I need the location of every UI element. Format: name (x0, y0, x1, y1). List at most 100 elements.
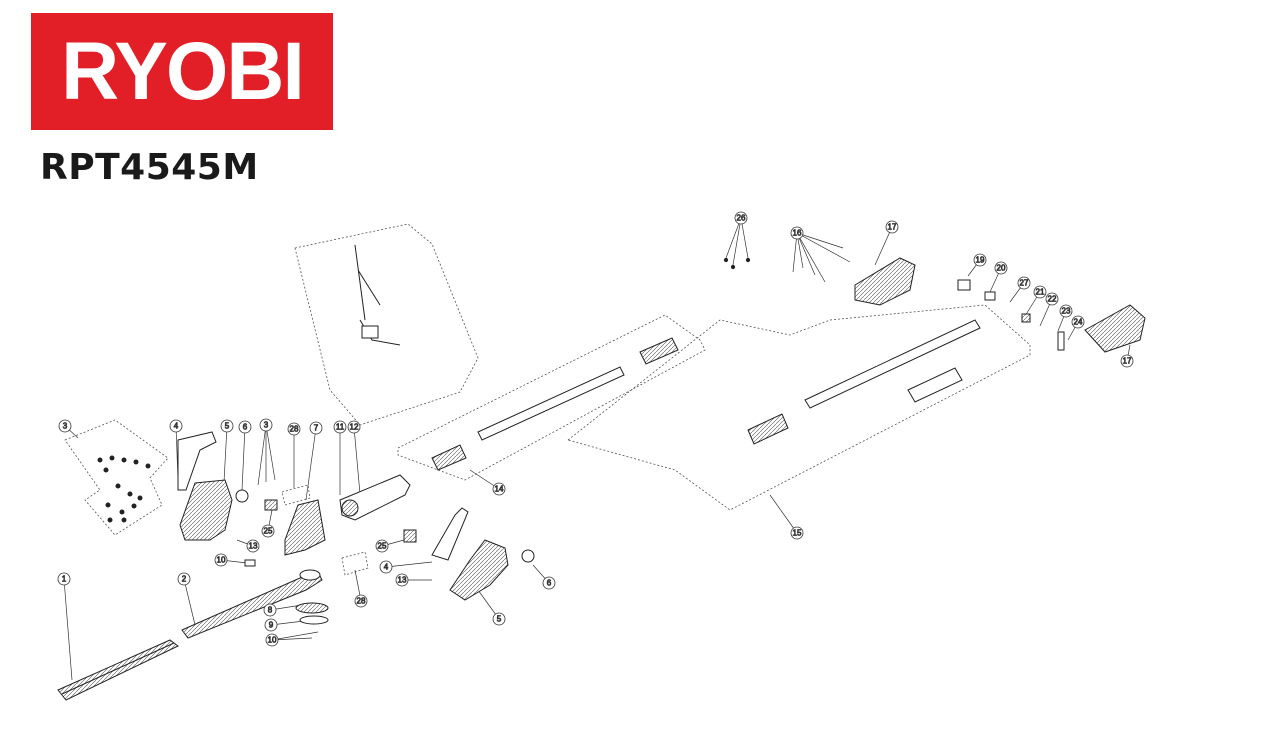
callout-8: 8 (263, 603, 277, 617)
callout-5: 5 (492, 612, 506, 626)
housing-5-left (179, 479, 233, 541)
clip-28-b-outline (341, 551, 369, 576)
callout-number: 6 (243, 423, 248, 432)
callout-2: 2 (177, 572, 191, 586)
callout-number: 24 (1074, 318, 1083, 327)
callout-26: 26 (734, 211, 748, 225)
callout-25: 25 (261, 524, 275, 538)
bracket-4-left (177, 431, 217, 491)
callout-23: 23 (1059, 304, 1073, 318)
callout-number: 25 (264, 527, 273, 536)
pole-section-14 (477, 366, 625, 441)
clip-28-a-outline (281, 484, 311, 506)
part-22 (1021, 313, 1031, 323)
strap-group-outline (294, 223, 479, 426)
callout-24: 24 (1071, 315, 1085, 329)
callout-15: 15 (790, 526, 804, 540)
parts (57, 244, 1146, 701)
nut-6-right (521, 549, 535, 563)
callout-number: 17 (888, 223, 897, 232)
callout-17: 17 (1120, 354, 1134, 368)
grip-14-left (431, 444, 467, 471)
callout-number: 15 (793, 529, 802, 538)
screw-18 (244, 559, 256, 567)
plate-8 (295, 602, 329, 614)
callout-number: 28 (357, 597, 366, 606)
grip-14-right (639, 337, 679, 365)
callout-number: 17 (1123, 357, 1132, 366)
ryobi-logo: RYOBI (31, 13, 333, 130)
callout-14: 14 (492, 482, 506, 496)
callout-13: 13 (395, 573, 409, 587)
callout-10: 10 (265, 633, 279, 647)
pole-section-14-outline (397, 314, 706, 481)
cutting-blade (181, 571, 323, 639)
callout-number: 27 (1020, 279, 1029, 288)
callout-number: 12 (350, 423, 359, 432)
callout-13: 13 (246, 539, 260, 553)
model-number: RPT4545M (40, 147, 259, 188)
spring-25-left (264, 499, 278, 511)
callout-number: 13 (398, 576, 407, 585)
callout-17: 17 (885, 220, 899, 234)
grip-15 (747, 413, 789, 445)
callout-5: 5 (220, 419, 234, 433)
logo-text: RYOBI (61, 25, 305, 117)
callout-9: 9 (264, 618, 278, 632)
callout-number: 10 (217, 556, 226, 565)
callout-number: 28 (290, 425, 299, 434)
callout-number: 20 (997, 264, 1006, 273)
callout-4: 4 (379, 560, 393, 574)
callout-12: 12 (347, 420, 361, 434)
pole-section-15 (804, 319, 981, 409)
callout-27: 27 (1017, 276, 1031, 290)
switch-19 (957, 279, 971, 291)
callout-number: 22 (1048, 295, 1057, 304)
callout-number: 21 (1036, 288, 1045, 297)
bracket-4-right (431, 507, 469, 561)
part-24 (1057, 331, 1065, 351)
callout-4: 4 (169, 419, 183, 433)
callout-19: 19 (973, 253, 987, 267)
nut-6-left (235, 489, 249, 503)
callout-number: 6 (547, 579, 552, 588)
spring-25-right (403, 529, 417, 543)
callout-21: 21 (1033, 285, 1047, 299)
sleeve-15 (907, 367, 963, 403)
callout-3: 3 (259, 418, 273, 432)
callout-28: 28 (287, 422, 301, 436)
callout-3: 3 (58, 419, 72, 433)
pole-section-15-outline (567, 304, 1031, 511)
callout-number: 5 (225, 422, 230, 431)
callout-16: 16 (790, 226, 804, 240)
callout-number: 4 (174, 422, 179, 431)
callout-number: 5 (497, 615, 502, 624)
callout-number: 10 (268, 636, 277, 645)
callout-6: 6 (238, 420, 252, 434)
motor-housing-7 (284, 499, 326, 556)
housing-5-right (449, 539, 509, 601)
callout-7: 7 (309, 421, 323, 435)
callout-number: 2 (182, 575, 187, 584)
callout-markers: 1 2 3 3 4 4 5 5 6 6 7 8 9 10 10 11 12 13… (57, 211, 1134, 647)
callout-number: 25 (378, 542, 387, 551)
callout-6: 6 (542, 576, 556, 590)
callout-number: 13 (249, 542, 258, 551)
callout-number: 3 (63, 422, 68, 431)
rear-handle-17-left (854, 257, 916, 306)
part-20 (984, 291, 996, 301)
callout-1: 1 (57, 572, 71, 586)
callout-25: 25 (375, 539, 389, 553)
callout-number: 26 (737, 214, 746, 223)
callout-number: 16 (793, 229, 802, 238)
rear-handle-17-right (1084, 304, 1146, 353)
callout-number: 8 (268, 606, 273, 615)
callout-10: 10 (214, 553, 228, 567)
callout-number: 23 (1062, 307, 1071, 316)
bolt-set-3 (97, 455, 151, 523)
callout-number: 3 (264, 421, 269, 430)
callout-number: 1 (62, 575, 67, 584)
callout-20: 20 (994, 261, 1008, 275)
bolt-set-3-outline (64, 419, 169, 536)
